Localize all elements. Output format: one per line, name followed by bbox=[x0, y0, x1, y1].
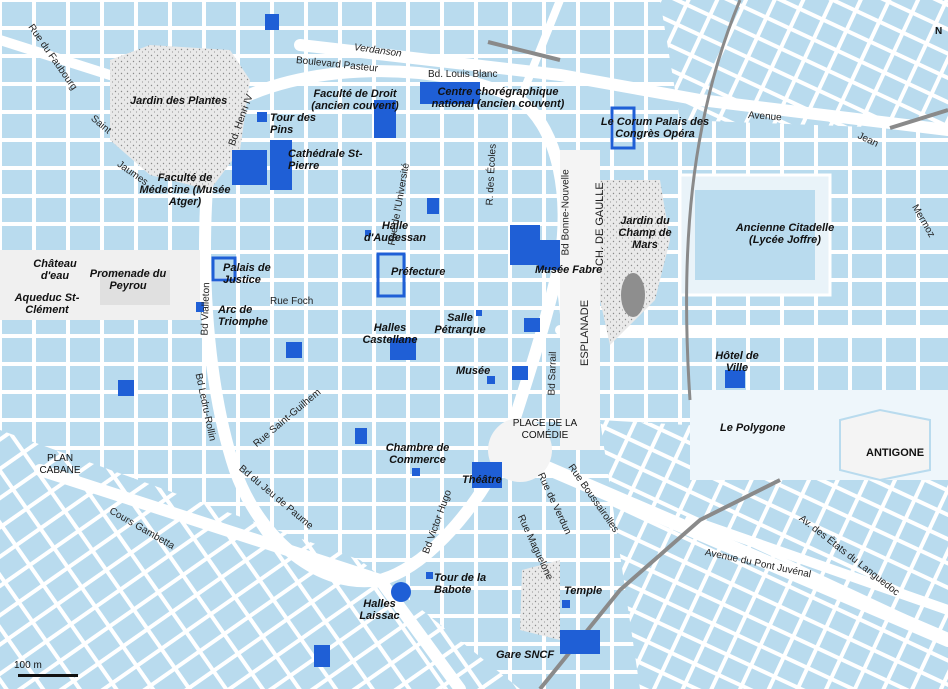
street-rue-foch: Rue Foch bbox=[270, 296, 314, 307]
label-antigone[interactable]: ANTIGONE bbox=[866, 447, 925, 459]
label-tour-babote[interactable]: Tour de la Babote bbox=[434, 572, 487, 596]
street-esplanade: ESPLANADE bbox=[579, 299, 591, 366]
label-faculte-medecine[interactable]: Faculté de Médecine (Musée Atger) bbox=[139, 172, 231, 208]
label-hotel-de-ville[interactable]: Hôtel de Ville bbox=[715, 350, 759, 374]
street-bd-vialleton: Bd Vialleton bbox=[199, 282, 213, 336]
place-comedie-area bbox=[488, 418, 552, 482]
label-citadelle[interactable]: Ancienne Citadelle (Lycée Joffre) bbox=[735, 222, 835, 246]
label-halles-laissac[interactable]: Halles Laissac bbox=[359, 598, 400, 622]
label-jardin-des-plantes[interactable]: Jardin des Plantes bbox=[130, 95, 228, 107]
street-avenue: Avenue bbox=[747, 110, 783, 124]
label-chateau-eau[interactable]: Château d'eau bbox=[33, 258, 77, 282]
label-temple[interactable]: Temple bbox=[564, 585, 603, 597]
label-faculte-droit[interactable]: Faculté de Droit (ancien couvent) bbox=[311, 88, 399, 112]
label-arc-triomphe[interactable]: Arc de Triomphe bbox=[218, 304, 268, 328]
label-polygone[interactable]: Le Polygone bbox=[720, 422, 786, 434]
label-corum[interactable]: Le Corum Palais des Congrès Opéra bbox=[600, 116, 710, 140]
label-tour-des-pins[interactable]: Tour des Pins bbox=[270, 112, 317, 136]
label-halle-audessan[interactable]: Halle d'Audessan bbox=[364, 220, 426, 244]
label-gare-sncf[interactable]: Gare SNCF bbox=[496, 649, 555, 661]
square-park bbox=[520, 560, 560, 640]
label-champ-de-mars[interactable]: Jardin du Champ de Mars bbox=[618, 215, 672, 251]
champ-de-mars-pond bbox=[621, 273, 645, 317]
label-place-comedie[interactable]: PLACE DE LA COMÉDIE bbox=[512, 418, 578, 441]
esplanade-area bbox=[560, 150, 600, 450]
scale-label: 100 m bbox=[14, 660, 42, 671]
monument-buildings bbox=[196, 82, 745, 654]
label-prefecture[interactable]: Préfecture bbox=[391, 266, 446, 278]
north-indicator: N bbox=[935, 26, 943, 37]
label-chambre-commerce[interactable]: Chambre de Commerce bbox=[385, 442, 450, 466]
label-halles-castellane[interactable]: Halles Castellane bbox=[362, 322, 418, 346]
label-musee[interactable]: Musée bbox=[456, 365, 491, 377]
street-bd-sarrail: Bd Sarrail bbox=[546, 351, 560, 396]
label-theatre[interactable]: Théâtre bbox=[462, 474, 502, 486]
scale-bar bbox=[18, 674, 78, 677]
label-musee-fabre[interactable]: Musée Fabre bbox=[535, 264, 603, 276]
jardin-des-plantes-park bbox=[110, 45, 250, 190]
label-salle-petrarque[interactable]: Salle Pétrarque bbox=[434, 312, 486, 336]
street-bd-louis-blanc: Bd. Louis Blanc bbox=[428, 69, 498, 80]
label-palais-justice[interactable]: Palais de Justice bbox=[223, 262, 271, 286]
label-plan-cabane[interactable]: PLAN CABANE bbox=[39, 453, 81, 476]
champ-de-mars-park bbox=[600, 180, 670, 345]
street-bonne-nouvelle: Bd Bonne-Nouvelle bbox=[560, 169, 572, 256]
street-ch-de-gaulle: CH. DE GAULLE bbox=[594, 182, 606, 266]
church-markers bbox=[118, 14, 540, 667]
label-promenade-peyrou[interactable]: Promenade du Peyrou bbox=[89, 268, 167, 292]
label-cathedrale[interactable]: Cathédrale St-Pierre bbox=[288, 148, 363, 172]
label-aqueduc[interactable]: Aqueduc St-Clément bbox=[14, 292, 80, 316]
label-centre-choregraphique[interactable]: Centre chorégraphique national (ancien c… bbox=[431, 86, 565, 110]
